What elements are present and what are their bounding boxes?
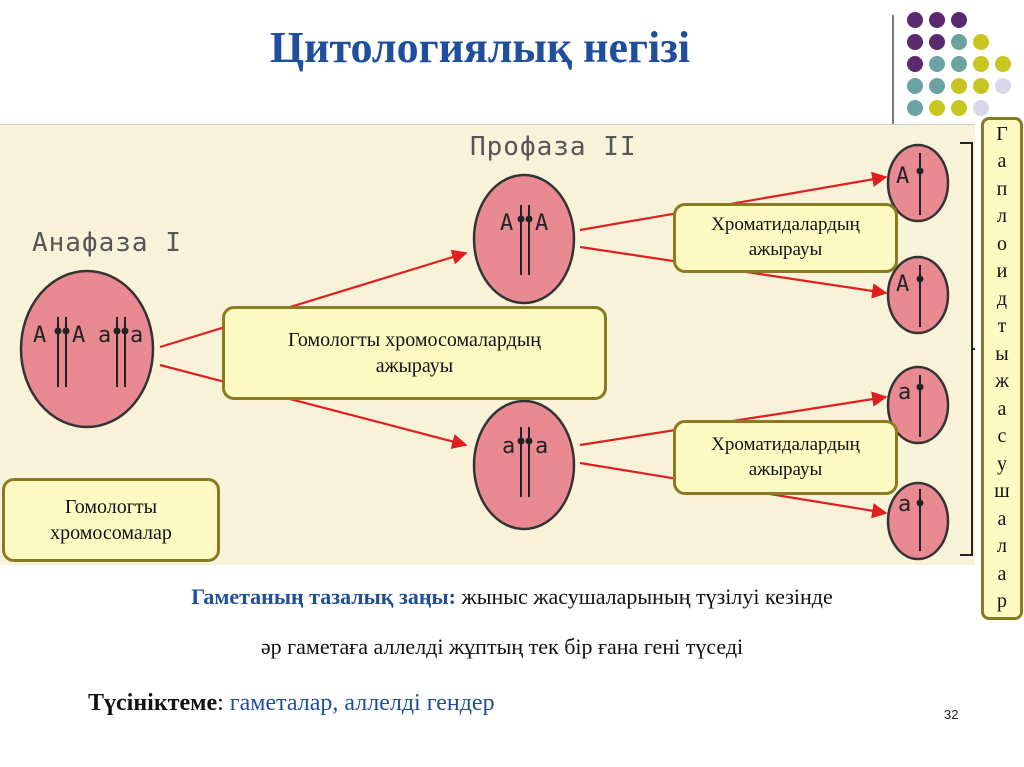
- label-homologous-separation: Гомологты хромосомалардың ажырауы: [222, 306, 607, 400]
- haploid-letter: у: [997, 452, 1007, 475]
- haploid-letter: п: [996, 177, 1008, 200]
- arrow-anaphase-to-prophase-top: [159, 249, 468, 349]
- haploid-letter: ш: [994, 480, 1010, 503]
- haploid-letter: а: [997, 507, 1007, 530]
- haploid-letter: р: [997, 589, 1007, 612]
- allele-label: A: [896, 272, 909, 297]
- cell-prophase-2-bottom: a a: [472, 399, 576, 531]
- decorative-dot: [907, 100, 923, 116]
- arrow-anaphase-to-prophase-bottom: [159, 363, 468, 449]
- decorative-dot: [907, 56, 923, 72]
- law-line-2: әр гаметаға аллелді жұптың тек бір ғана …: [260, 634, 744, 659]
- law-line-1: Гаметаның тазалық заңы: жыныс жасушалары…: [0, 584, 1024, 610]
- decorative-dot: [907, 78, 923, 94]
- haploid-letter: с: [997, 425, 1007, 448]
- decorative-dot: [907, 34, 923, 50]
- title-divider-horizontal: [0, 124, 975, 125]
- gamete-cell-4: a: [886, 481, 950, 561]
- explanation-note: Түсініктеме: гаметалар, аллелді гендер: [88, 690, 495, 717]
- allele-label: A: [896, 164, 909, 189]
- haploid-letter: л: [997, 205, 1007, 228]
- haploid-letter: а: [997, 150, 1007, 173]
- label-chromatid-separation-top: Хроматидалардың ажырауы: [673, 203, 898, 273]
- label-chromatid-separation-bottom: Хроматидалардың ажырауы: [673, 420, 898, 495]
- decorative-dot: [995, 78, 1011, 94]
- page-title: Цитологиялық негізі: [269, 23, 691, 72]
- allele-label: a: [130, 323, 143, 348]
- note-separator: :: [217, 690, 230, 716]
- cell-anaphase-1: A A a a: [19, 269, 155, 429]
- law-term: Гаметаның тазалық заңы:: [191, 584, 457, 609]
- note-term: Түсініктеме: [88, 690, 218, 716]
- decorative-dot: [907, 12, 923, 28]
- decorative-dots: [907, 12, 1011, 116]
- allele-label: a: [98, 323, 111, 348]
- decorative-dot: [929, 12, 945, 28]
- haploid-letter: а: [997, 562, 1007, 585]
- gamete-cell-1: A: [886, 143, 950, 223]
- haploid-letter: д: [996, 287, 1008, 310]
- haploid-letter: и: [996, 260, 1008, 283]
- haploid-letter: о: [997, 232, 1007, 255]
- allele-label: a: [898, 380, 911, 405]
- allele-label: a: [502, 434, 515, 459]
- gamete-cell-3: a: [886, 365, 950, 445]
- decorative-dot: [973, 100, 989, 116]
- decorative-dot: [995, 56, 1011, 72]
- haploid-letter: ы: [995, 342, 1009, 365]
- cell-prophase-2-top: A A: [472, 173, 576, 305]
- decorative-dot: [951, 100, 967, 116]
- allele-label: A: [500, 211, 513, 236]
- decorative-dot: [973, 78, 989, 94]
- page-number: 32: [944, 707, 959, 722]
- allele-label: A: [33, 323, 46, 348]
- decorative-dot: [951, 78, 967, 94]
- decorative-dot: [929, 78, 945, 94]
- label-homologous-chromosomes: Гомологты хромосомалар: [2, 478, 220, 562]
- stage-label-anaphase: Анафаза I: [32, 228, 182, 258]
- decorative-dot: [929, 34, 945, 50]
- haploid-letter: ж: [995, 370, 1009, 393]
- haploid-letter: т: [997, 315, 1007, 338]
- haploid-letter: а: [997, 397, 1007, 420]
- decorative-dot: [973, 34, 989, 50]
- allele-label: A: [535, 211, 548, 236]
- haploid-letter: л: [997, 535, 1007, 558]
- stage-label-prophase: Профаза II: [470, 132, 637, 162]
- decorative-dot: [929, 56, 945, 72]
- decorative-dot: [973, 56, 989, 72]
- decorative-dot: [951, 34, 967, 50]
- allele-label: a: [898, 492, 911, 517]
- gamete-cell-2: A: [886, 255, 950, 335]
- haploid-bracket: [960, 142, 975, 556]
- meiosis-diagram: A A a a A A a a A A: [19, 142, 975, 561]
- note-value: гаметалар, аллелді гендер: [229, 690, 495, 716]
- haploid-letter: Г: [996, 123, 1008, 145]
- allele-label: a: [535, 434, 548, 459]
- decorative-dot: [929, 100, 945, 116]
- title-divider-vertical: [892, 15, 894, 125]
- decorative-dot: [951, 56, 967, 72]
- decorative-dot: [951, 12, 967, 28]
- law-text-1: жыныс жасушаларының түзілуі кезінде: [456, 584, 833, 609]
- allele-label: A: [72, 323, 85, 348]
